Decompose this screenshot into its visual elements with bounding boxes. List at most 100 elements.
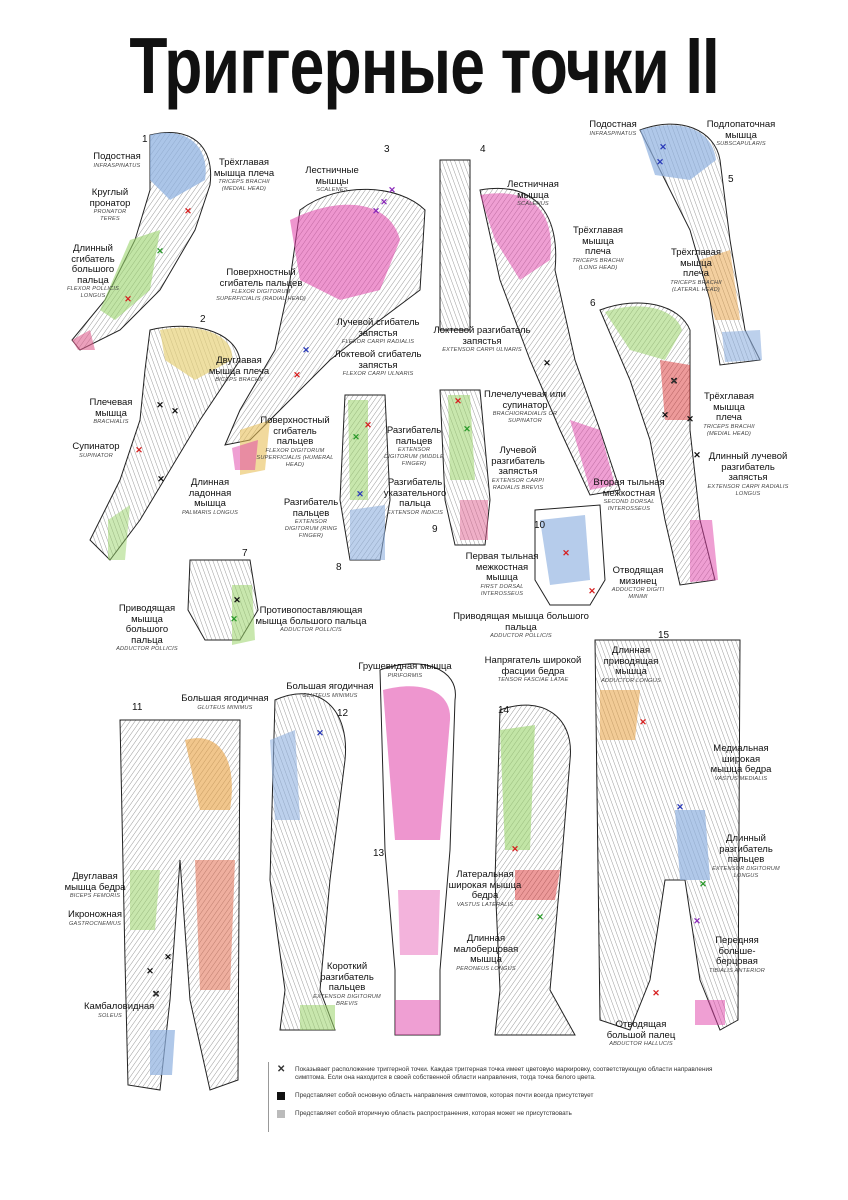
- figure-number: 13: [373, 848, 385, 859]
- figure-4-back-arm: [439, 159, 621, 496]
- figure-number: 3: [384, 144, 390, 155]
- svg-text:✕: ✕: [652, 988, 660, 998]
- figure-2-arm: [89, 325, 241, 561]
- svg-text:✕: ✕: [659, 142, 667, 152]
- svg-text:✕: ✕: [146, 966, 154, 976]
- svg-text:✕: ✕: [388, 185, 396, 195]
- svg-text:✕: ✕: [171, 406, 179, 416]
- figure-7-hand: [187, 559, 259, 645]
- figure-10-hand: [534, 504, 606, 606]
- svg-text:✕: ✕: [639, 717, 647, 727]
- svg-text:✕: ✕: [124, 294, 132, 304]
- page-title: Триггерные точки II: [129, 21, 719, 110]
- legend-item-secondary-area: Представляет собой вторичную область рас…: [277, 1110, 715, 1118]
- svg-text:✕: ✕: [156, 400, 164, 410]
- svg-text:✕: ✕: [184, 206, 192, 216]
- figure-number: 11: [132, 702, 143, 713]
- figure-number: 8: [336, 562, 342, 573]
- trigger-point-markers: ✕ ✕ ✕ ✕ ✕ ✕ ✕ ✕ ✕ ✕ ✕ ✕ ✕ ✕ ✕ ✕ ✕ ✕ ✕ ✕ …: [124, 142, 707, 999]
- muscle-label: Противопоставляющая мышца большого пальц…: [255, 605, 367, 633]
- svg-text:✕: ✕: [454, 396, 462, 406]
- svg-text:✕: ✕: [293, 370, 301, 380]
- svg-text:✕: ✕: [543, 358, 551, 368]
- figure-5-arm: [639, 123, 762, 366]
- figure-number: 6: [590, 298, 596, 309]
- primary-area-swatch-icon: [277, 1092, 285, 1100]
- svg-text:✕: ✕: [302, 345, 310, 355]
- figure-9-forearm: [439, 389, 491, 546]
- svg-text:✕: ✕: [372, 206, 380, 216]
- figure-number: 2: [200, 314, 206, 325]
- svg-text:✕: ✕: [463, 424, 471, 434]
- figure-1-arm: [71, 131, 212, 351]
- svg-text:✕: ✕: [699, 879, 707, 889]
- svg-text:✕: ✕: [562, 548, 570, 558]
- figure-15-legs-front: [594, 639, 741, 1031]
- svg-text:✕: ✕: [356, 489, 364, 499]
- figure-number: 5: [728, 174, 734, 185]
- figure-number: 9: [432, 524, 438, 535]
- svg-text:✕: ✕: [511, 844, 519, 854]
- svg-text:✕: ✕: [676, 802, 684, 812]
- figure-14-leg-side: [494, 704, 576, 1036]
- svg-text:✕: ✕: [316, 728, 324, 738]
- svg-text:✕: ✕: [656, 157, 664, 167]
- svg-text:✕: ✕: [364, 420, 372, 430]
- svg-text:✕: ✕: [152, 989, 160, 999]
- legend: ✕ Показывает расположение триггерной точ…: [268, 1062, 713, 1132]
- legend-item-primary-area: Представляет собой основную область напр…: [277, 1092, 715, 1100]
- svg-text:✕: ✕: [233, 595, 241, 605]
- svg-text:✕: ✕: [670, 376, 678, 386]
- figure-number: 14: [498, 705, 510, 716]
- svg-text:✕: ✕: [156, 246, 164, 256]
- svg-text:✕: ✕: [230, 614, 238, 624]
- trigger-marker-icon: ✕: [277, 1064, 286, 1075]
- svg-text:✕: ✕: [135, 445, 143, 455]
- svg-text:✕: ✕: [686, 414, 694, 424]
- figure-number: 4: [480, 144, 486, 155]
- figure-6-arm: [599, 302, 718, 586]
- figure-number: 7: [242, 548, 248, 559]
- svg-text:✕: ✕: [536, 912, 544, 922]
